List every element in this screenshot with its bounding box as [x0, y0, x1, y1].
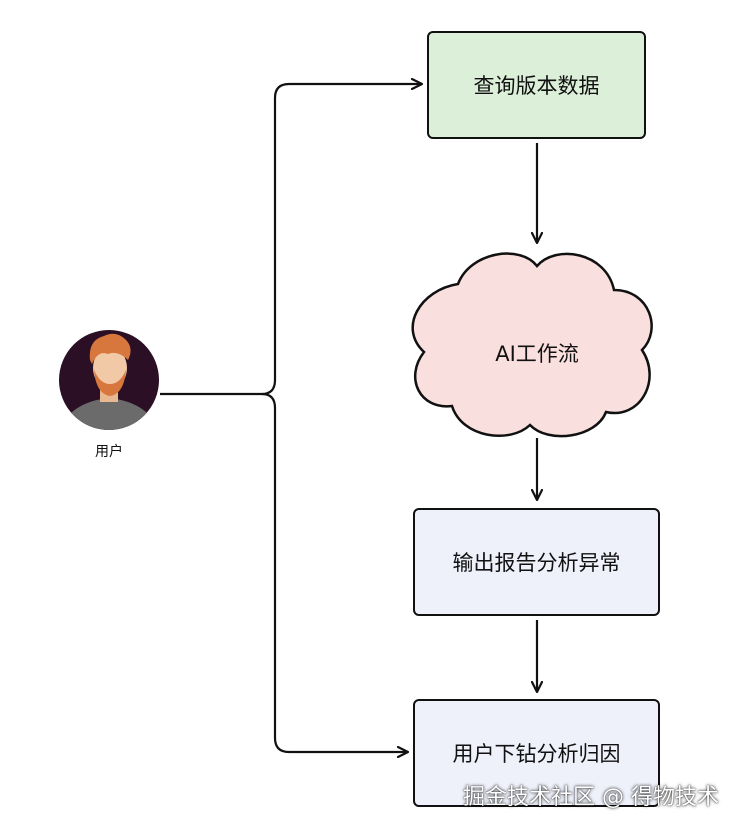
- node-drill-label: 用户下钻分析归因: [452, 742, 621, 766]
- cloud-shape: [411, 252, 653, 438]
- node-report-label: 输出报告分析异常: [452, 551, 621, 575]
- connector-branch-to-drill: [261, 392, 408, 752]
- watermark-text: 掘金技术社区 @ 得物技术: [463, 785, 719, 810]
- node-query-version-data: 查询版本数据: [427, 31, 646, 139]
- user-avatar-icon: [59, 330, 159, 430]
- node-output-report: 输出报告分析异常: [413, 508, 660, 616]
- node-user-drilldown: 用户下钻分析归因: [413, 699, 660, 807]
- node-query-label: 查询版本数据: [473, 74, 600, 98]
- user-label: 用户: [95, 444, 123, 460]
- connector-branch-to-query: [261, 84, 422, 396]
- node-ai-workflow-label: AI工作流: [495, 342, 579, 366]
